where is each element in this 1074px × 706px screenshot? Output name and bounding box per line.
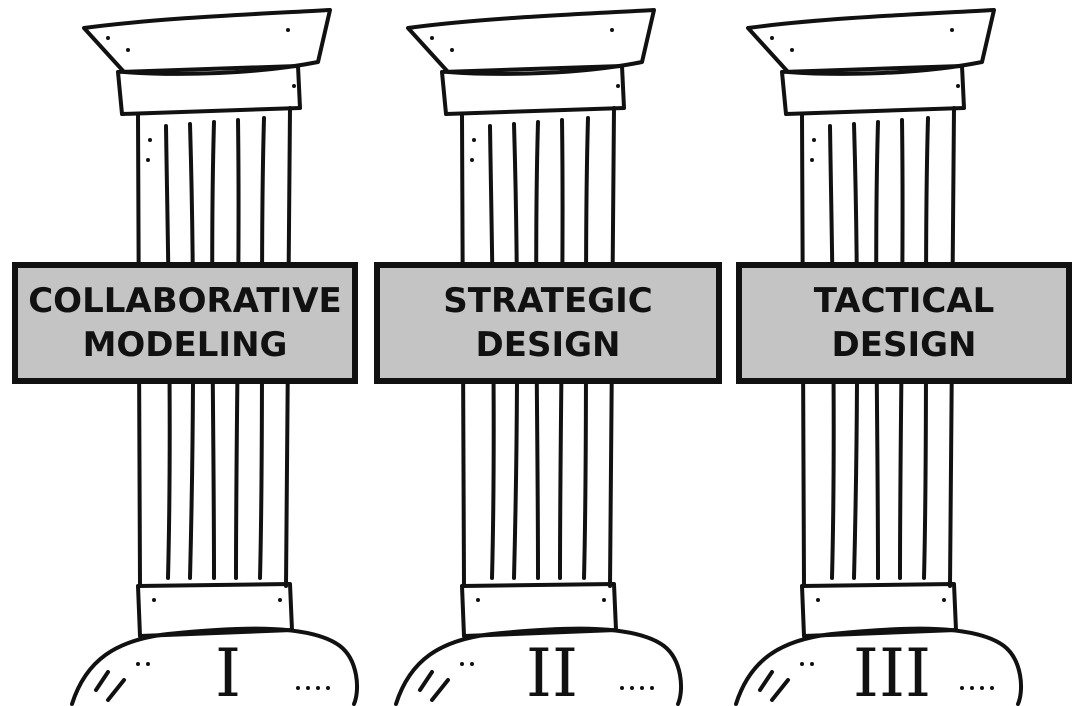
label-strategic-design: STRATEGIC DESIGN [374, 262, 722, 384]
label-line-1: COLLABORATIVE [28, 281, 342, 321]
label-line-1: TACTICAL [813, 281, 995, 321]
label-line-2: DESIGN [831, 325, 977, 365]
label-line-2: DESIGN [475, 325, 621, 365]
label-line-1: STRATEGIC [443, 281, 653, 321]
numeral-ii: II [526, 635, 578, 706]
label-tactical-design: TACTICAL DESIGN [736, 262, 1072, 384]
numeral-iii: III [853, 635, 931, 706]
label-line-2: MODELING [82, 325, 288, 365]
numeral-i: I [215, 635, 241, 706]
label-collaborative-modeling: COLLABORATIVE MODELING [12, 262, 358, 384]
